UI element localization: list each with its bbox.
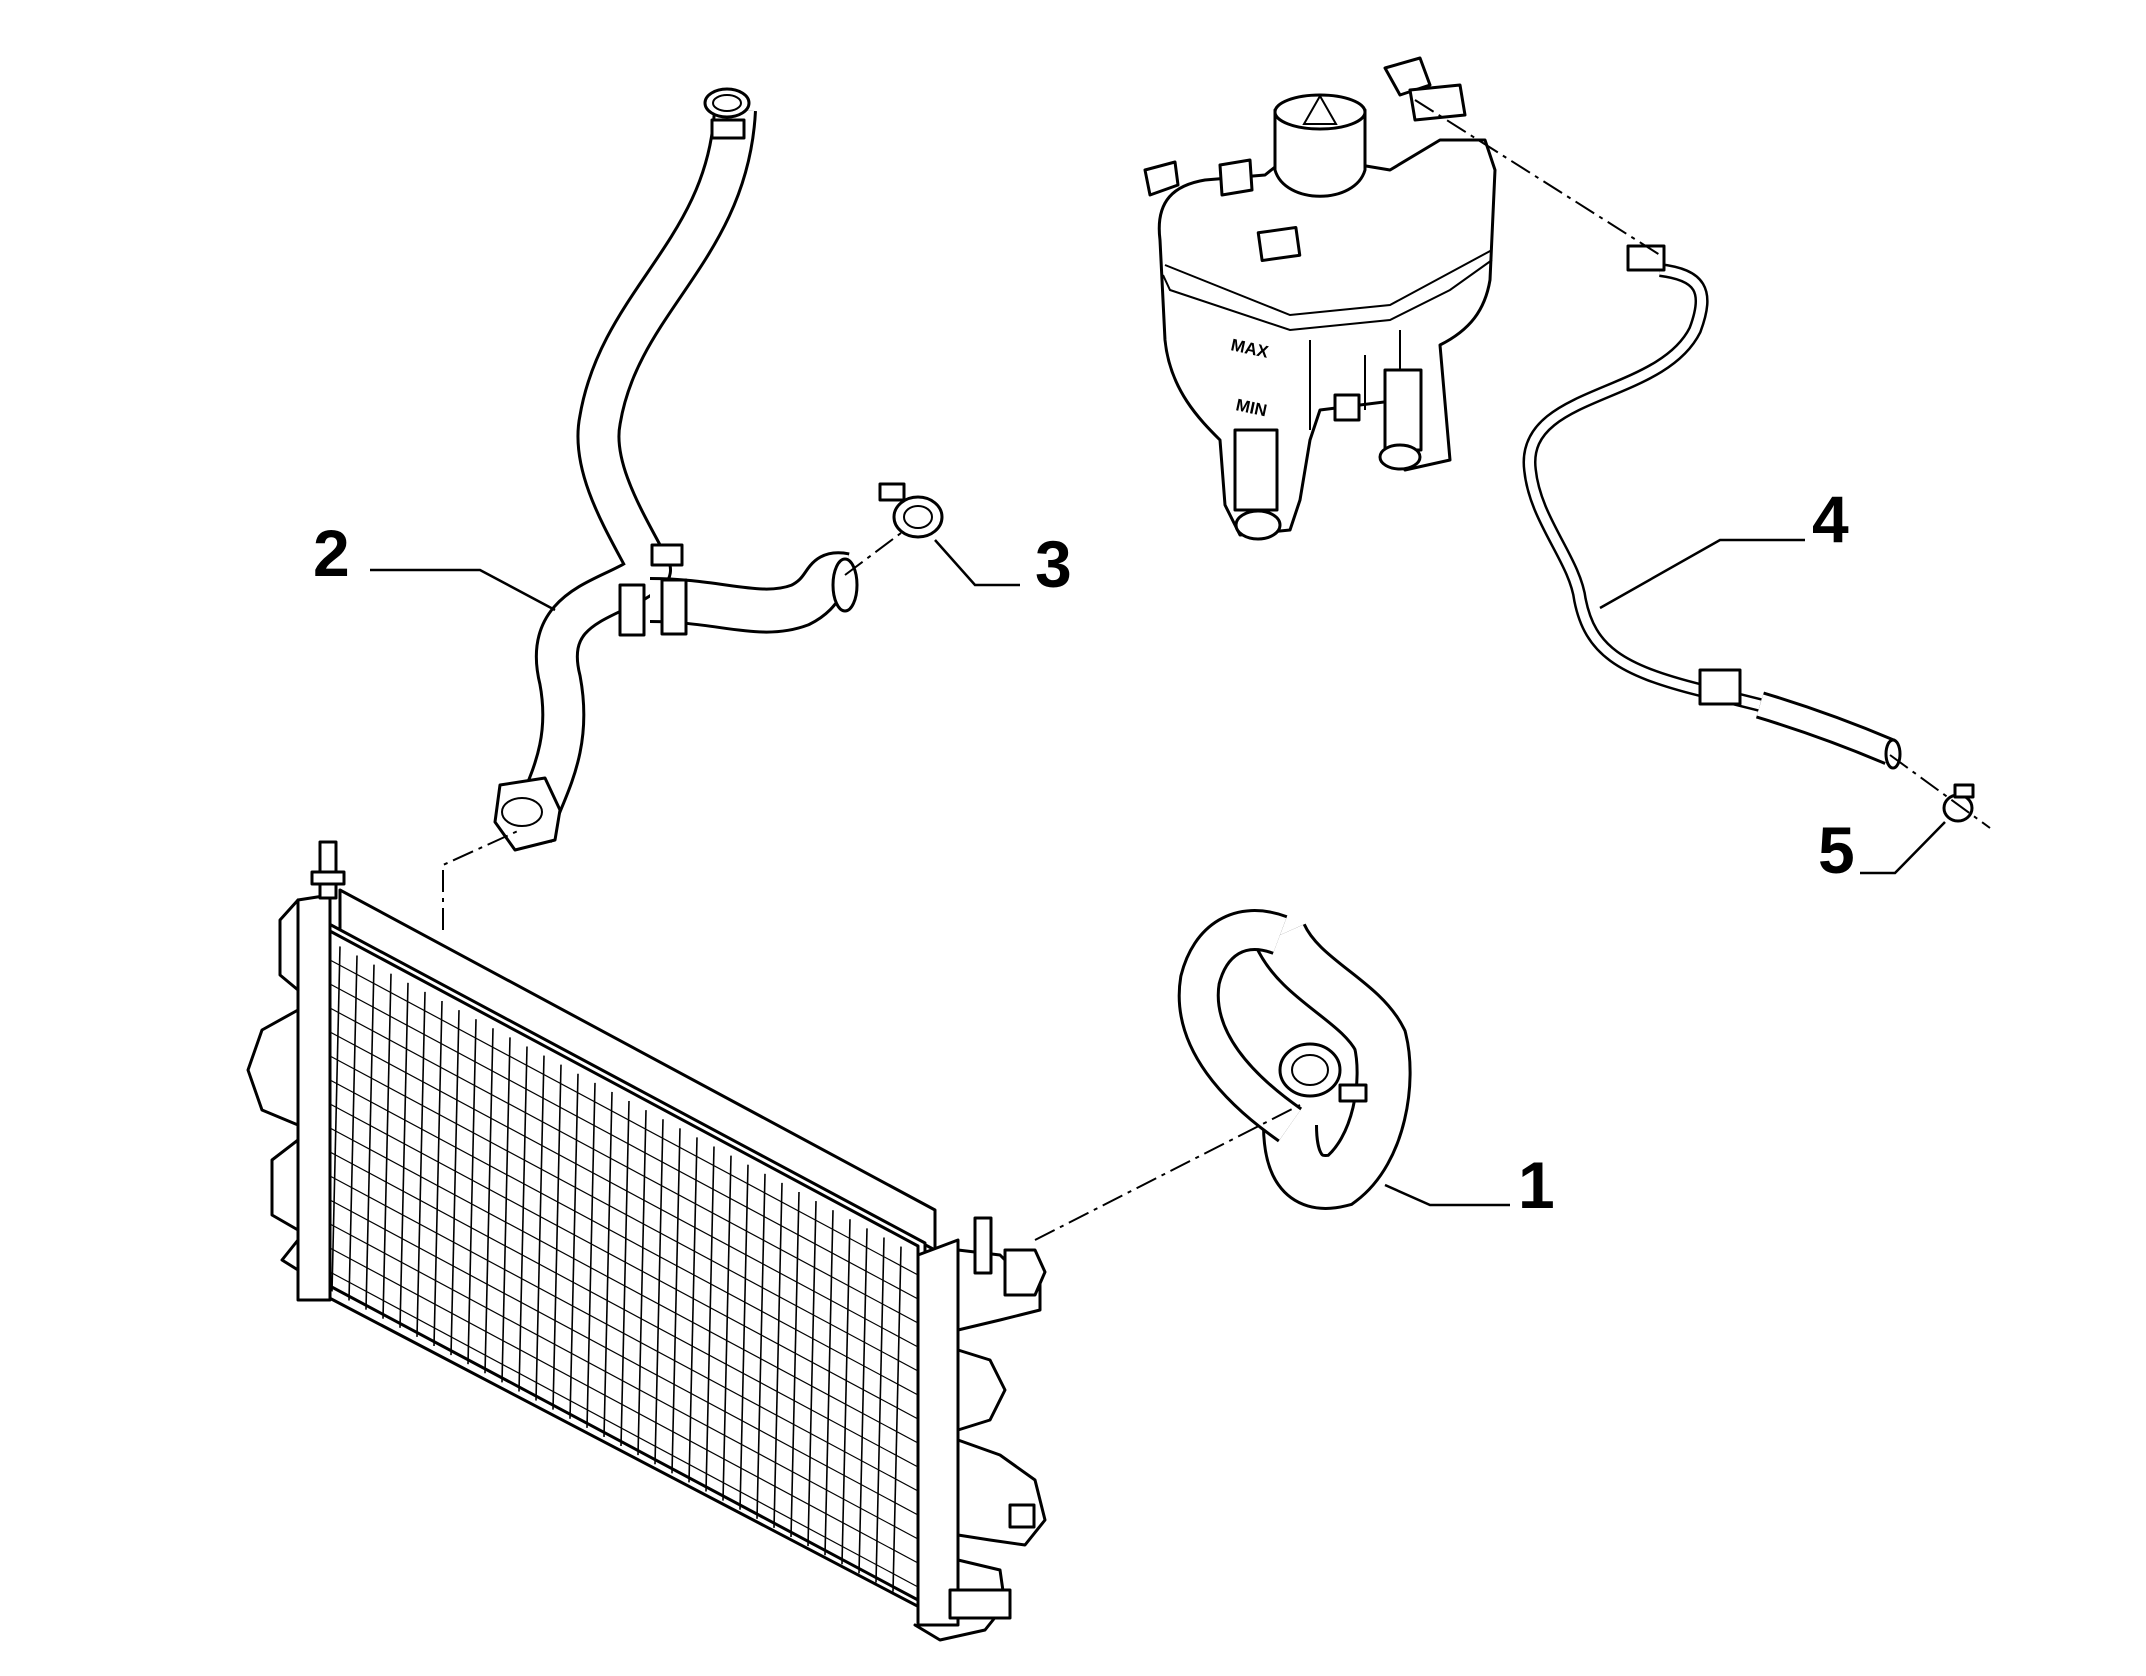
radiator xyxy=(246,840,1047,1642)
callout-3: 3 xyxy=(1035,527,1072,601)
hose-clamp-5 xyxy=(1942,783,1975,823)
callout-leaders xyxy=(370,538,1946,1207)
upper-radiator-hose xyxy=(493,87,859,852)
coolant-expansion-tank: MAX MIN xyxy=(1143,56,1497,541)
hose-clamp-3 xyxy=(878,482,944,539)
expansion-tank-hose xyxy=(1522,244,1902,770)
callout-5: 5 xyxy=(1818,813,1855,887)
callout-1: 1 xyxy=(1518,1148,1555,1222)
radiator-core-fins xyxy=(329,946,919,1592)
lower-radiator-hose xyxy=(1177,909,1412,1210)
assembly-dash-lines xyxy=(442,99,1991,1241)
callout-2: 2 xyxy=(313,516,350,590)
callout-4: 4 xyxy=(1812,482,1849,556)
